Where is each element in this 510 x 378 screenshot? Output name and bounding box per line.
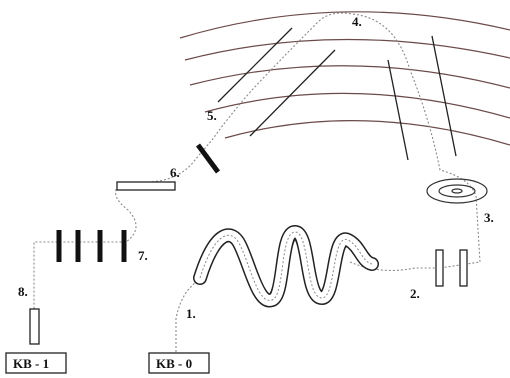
label-5: 5. [207, 108, 217, 123]
field-line-3 [189, 65, 510, 89]
cross-segments [217, 27, 457, 161]
element-8-rect [29, 308, 40, 345]
element-7-bars [56, 230, 127, 262]
cross-segment-4 [431, 35, 457, 157]
target-inner [451, 188, 463, 194]
label-8: 8. [18, 284, 28, 299]
cross-segment-1 [217, 27, 293, 103]
label-4: 4. [352, 14, 362, 29]
element-6-slab [116, 181, 176, 191]
label-6: 6. [170, 165, 180, 180]
field-line-2 [184, 38, 510, 61]
cross-segment-3 [387, 59, 409, 161]
label-7: 7. [138, 248, 148, 263]
element-5-mirror [195, 143, 221, 174]
kb0-label: KB - 0 [156, 356, 192, 371]
undulator [193, 224, 379, 308]
field-line-5 [224, 120, 510, 146]
field-line-1 [179, 11, 510, 39]
cross-segment-2 [249, 49, 336, 137]
target-outer [426, 178, 488, 204]
target-middle [438, 184, 476, 198]
field-line-4 [204, 92, 510, 119]
kb1-box: KB - 1 [5, 352, 67, 374]
undulator-center-line [199, 231, 373, 301]
plate-right [459, 249, 468, 287]
element-3-target [426, 178, 488, 204]
kb0-box: KB - 0 [148, 352, 210, 374]
curved-field-lines [179, 11, 510, 146]
label-2: 2. [410, 286, 420, 301]
plate-left [435, 249, 444, 287]
element-2-plates [435, 249, 468, 287]
beam-path [33, 12, 481, 352]
kb0-frame [148, 352, 210, 374]
label-3: 3. [484, 210, 494, 225]
label-1: 1. [186, 306, 196, 321]
kb1-frame [5, 352, 67, 374]
kb1-label: KB - 1 [13, 356, 49, 371]
